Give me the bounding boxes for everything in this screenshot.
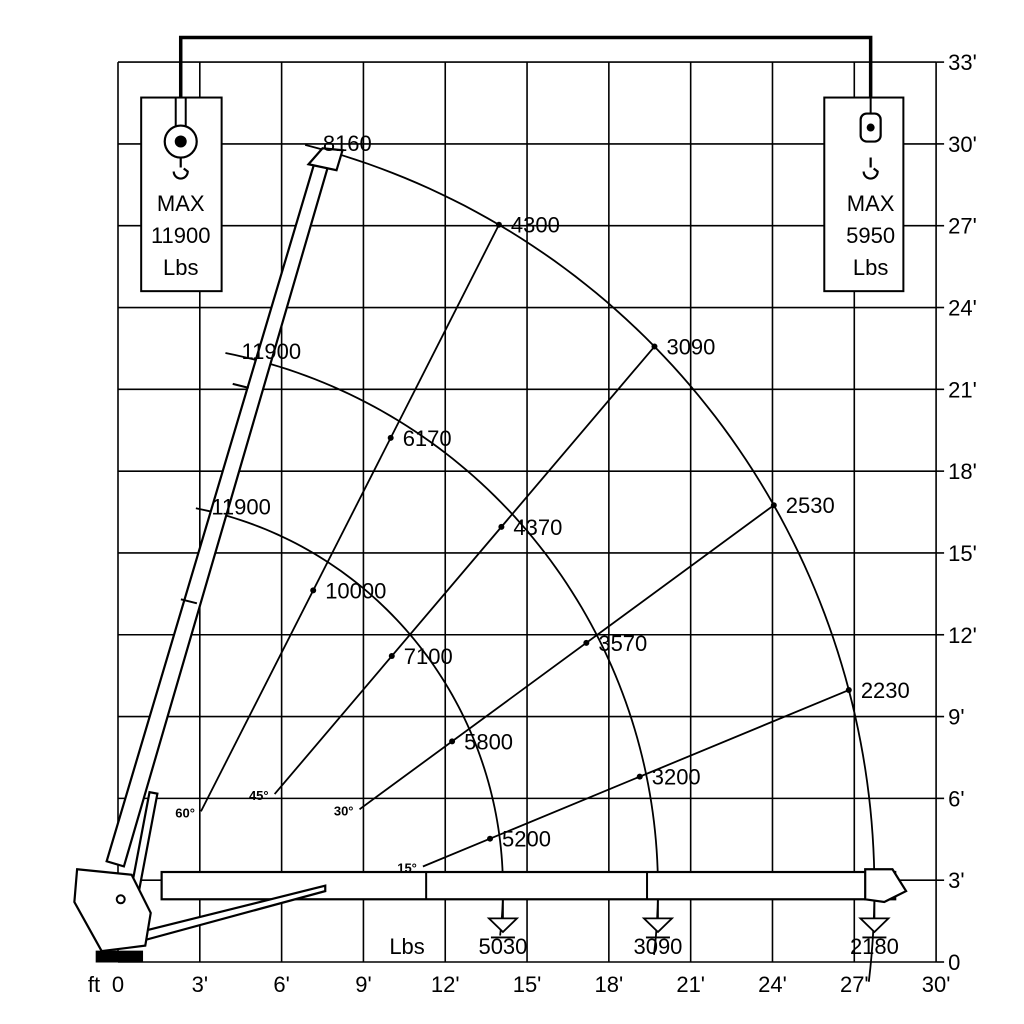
load-capacity-value: 3570 [598, 631, 647, 656]
x-tick-label: 0 [112, 972, 124, 997]
angle-label: 60° [175, 805, 195, 820]
x-tick-label: 15' [513, 972, 542, 997]
x-tick-label: 30' [922, 972, 951, 997]
boom-head [306, 147, 344, 172]
crane-illustration [73, 35, 908, 963]
load-point [487, 835, 494, 842]
horizontal-units-label: Lbs [389, 934, 424, 959]
tip-capacity-value: 8160 [323, 131, 372, 156]
sheave-icon [174, 135, 187, 148]
load-capacity-value: 3090 [666, 335, 715, 360]
load-point [636, 773, 643, 780]
load-point [498, 523, 505, 530]
load-point [845, 687, 852, 694]
boom-angle-line [273, 345, 656, 795]
hook-icon [862, 157, 879, 180]
y-tick-label: 18' [948, 459, 977, 484]
angle-label: 45° [249, 788, 269, 803]
y-tick-label: 21' [948, 377, 977, 402]
x-tick-label: 21' [676, 972, 705, 997]
y-tick-label: 6' [948, 786, 964, 811]
tip-capacity-value: 11900 [242, 339, 302, 364]
tip-capacity-value: 11900 [211, 494, 271, 519]
crane-pedestal [73, 868, 152, 953]
hook-max-label: MAX [847, 191, 895, 216]
load-capacity-value: 5200 [502, 827, 551, 852]
boom-radius-arcs [195, 143, 891, 982]
boom-angle-line [200, 224, 500, 812]
boom-angle-line [422, 689, 850, 868]
x-tick-label: 9' [355, 972, 371, 997]
load-capacity-value: 4370 [513, 515, 562, 540]
hook-capacity-unit: Lbs [163, 255, 198, 280]
load-capacity-value: 3200 [652, 765, 701, 790]
arrow-down-icon [486, 917, 520, 934]
y-tick-label: 15' [948, 541, 977, 566]
x-tick-label: 18' [595, 972, 624, 997]
y-tick-label: 9' [948, 705, 964, 730]
x-tick-label: 6' [273, 972, 289, 997]
chart-labels: 0 3' 6' 9' 12' 15' 18' 21' 24' 27' 30' ft 0 3' 6' 9' 12'… [88, 50, 977, 997]
boom-head [864, 868, 908, 904]
load-point [388, 653, 395, 660]
boom-horizontal [160, 870, 897, 901]
hook-capacity-unit: Lbs [853, 255, 888, 280]
hoist-cable [178, 35, 873, 172]
load-capacity-value: 2530 [786, 493, 835, 518]
hook-max-label: MAX [157, 191, 205, 216]
hook-icon [172, 157, 189, 180]
horizontal-capacity-value: 2180 [850, 934, 899, 959]
x-tick-label: 3' [192, 972, 208, 997]
load-point [770, 502, 777, 509]
arrow-down-icon [641, 917, 675, 934]
load-point [310, 587, 317, 594]
load-capacity-value: 5800 [464, 729, 513, 754]
load-capacity-value: 4300 [511, 213, 560, 238]
boom-section-joint [232, 382, 249, 389]
pivot-pin [115, 894, 126, 905]
boom-angle-lines [200, 221, 852, 868]
load-point [583, 639, 590, 646]
load-point [495, 221, 502, 228]
y-tick-label: 3' [948, 868, 964, 893]
y-tick-label: 27' [948, 214, 977, 239]
y-tick-label: 0 [948, 950, 960, 975]
boom-angle-line [358, 504, 775, 811]
boom-arc [225, 352, 659, 955]
boom-arc [304, 143, 876, 982]
boom-section-joint [180, 598, 198, 605]
load-point [387, 434, 394, 441]
arrow-down-icon [858, 917, 891, 934]
y-tick-label: 33' [948, 50, 977, 75]
hook-capacity-value: 11900 [151, 223, 211, 248]
load-capacity-value: 6170 [403, 426, 452, 451]
x-tick-label: 24' [758, 972, 787, 997]
load-point [651, 343, 658, 350]
x-tick-label: 27' [840, 972, 869, 997]
x-tick-label: 12' [431, 972, 460, 997]
x-unit-label: ft [88, 972, 100, 997]
load-point [449, 738, 456, 745]
y-tick-label: 24' [948, 296, 977, 321]
boom-arc [195, 507, 504, 936]
y-tick-label: 12' [948, 623, 977, 648]
angle-label: 30° [334, 803, 354, 818]
crane-base-plate [95, 950, 144, 963]
load-capacity-value: 10000 [325, 578, 386, 603]
horizontal-capacity-value: 5030 [478, 934, 527, 959]
load-capacity-value: 2230 [861, 678, 910, 703]
angle-label: 15° [397, 860, 417, 875]
horizontal-capacity-value: 3090 [633, 934, 682, 959]
y-tick-label: 30' [948, 132, 977, 157]
sheave-icon [866, 123, 875, 132]
hook-capacity-value: 5950 [846, 223, 895, 248]
load-capacity-value: 7100 [404, 644, 453, 669]
